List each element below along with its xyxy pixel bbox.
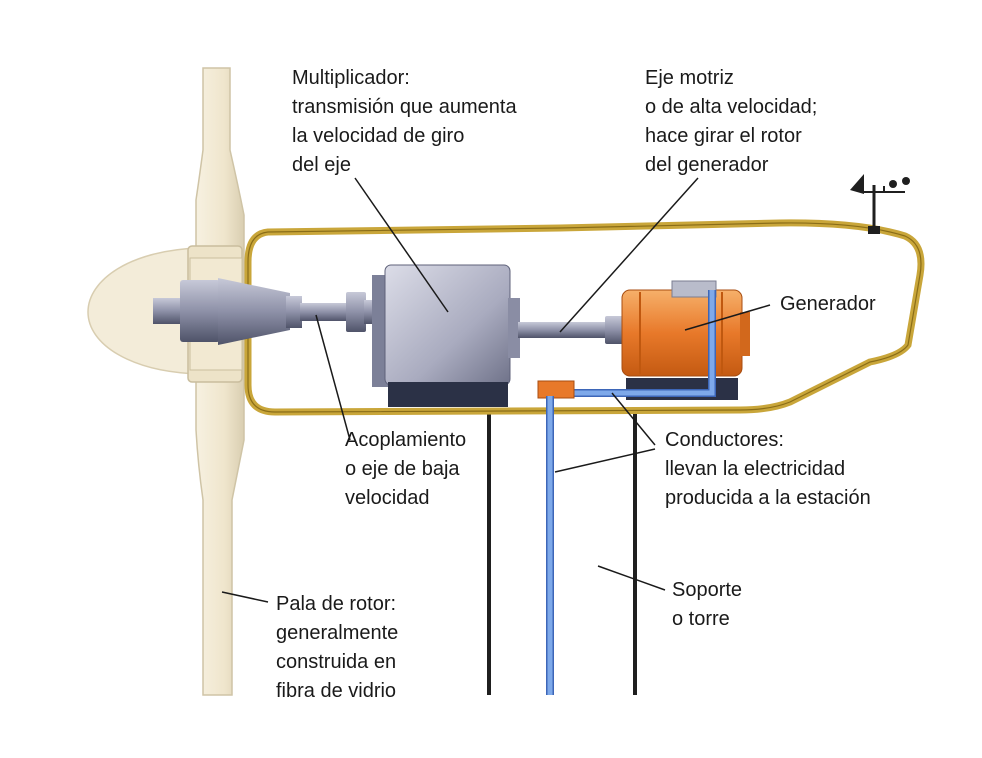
label-line: Multiplicador: — [292, 67, 410, 89]
label-line: producida a la estación — [665, 487, 871, 509]
label-line: la velocidad de giro — [292, 125, 465, 147]
label-line: Conductores: — [665, 429, 784, 451]
label-acoplamiento: Acoplamiento o eje de baja velocidad — [345, 426, 466, 513]
label-line: construida en — [276, 651, 397, 673]
label-line: llevan la electricidad — [665, 458, 846, 480]
high-speed-shaft — [518, 322, 624, 338]
generator — [621, 280, 750, 400]
nose-cone — [87, 247, 201, 375]
leader-lines — [221, 177, 771, 603]
label-line: Soporte — [672, 579, 743, 601]
label-line: Eje motriz — [645, 67, 734, 89]
low-speed-shaft — [153, 278, 378, 345]
label-line: generalmente — [276, 622, 399, 644]
conductors — [537, 290, 716, 695]
label-line: Acoplamiento — [345, 429, 467, 451]
label-line: fibra de vidrio — [276, 680, 397, 702]
label-generador: Generador — [780, 290, 876, 319]
label-line: velocidad — [345, 487, 430, 509]
label-line: del eje — [292, 154, 351, 176]
label-conductores: Conductores: llevan la electricidad prod… — [665, 426, 871, 513]
label-line: hace girar el rotor — [645, 125, 802, 147]
label-soporte: Soporte o torre — [672, 576, 742, 634]
label-eje-motriz: Eje motriz o de alta velocidad; hace gir… — [645, 64, 817, 180]
gearbox — [372, 264, 520, 407]
label-line: del generador — [645, 154, 769, 176]
label-line: o de alta velocidad; — [645, 96, 818, 118]
label-line: transmisión que aumenta — [292, 96, 517, 118]
label-line: Generador — [780, 293, 876, 315]
label-multiplicador: Multiplicador: transmisión que aumenta l… — [292, 64, 517, 180]
label-line: o eje de baja — [345, 458, 460, 480]
label-pala-de-rotor: Pala de rotor: generalmente construida e… — [276, 590, 398, 706]
label-line: Pala de rotor: — [276, 593, 397, 615]
label-line: o torre — [672, 608, 730, 630]
wind-vane-anemometer — [850, 174, 910, 234]
